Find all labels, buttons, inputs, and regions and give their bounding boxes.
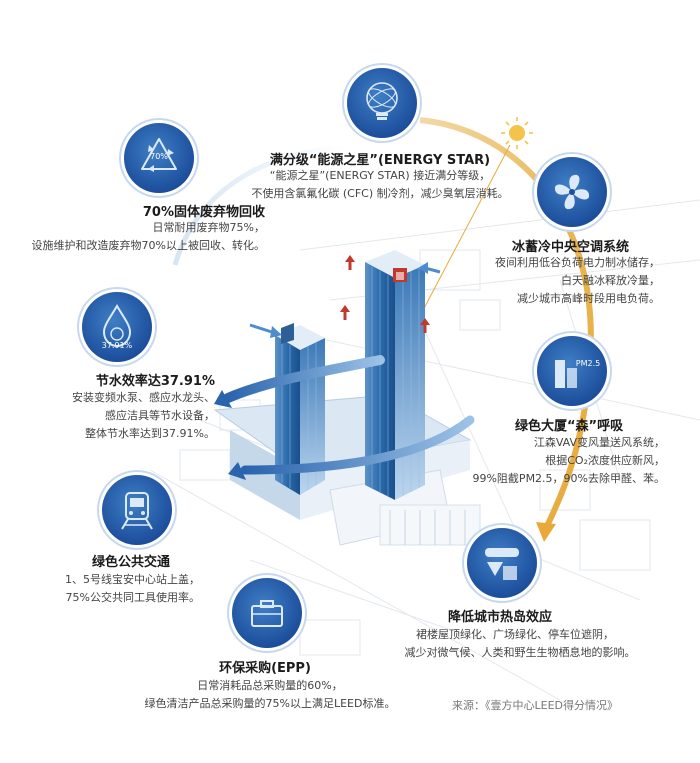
water-icon-label: 37.91% <box>101 341 133 350</box>
transit-line-1: 1、5号线宝安中心站上盖， <box>65 573 200 586</box>
ice-storage-line-2: 白天融冰释放冷量， <box>561 274 660 287</box>
waste-icon-label: 70% <box>150 152 168 161</box>
source-note: 来源：《壹方中心LEED得分情况》 <box>452 699 618 712</box>
water-line-3: 整体节水率达到37.91%。 <box>85 427 215 440</box>
lightbulb-icon <box>366 82 398 120</box>
heat-island-title: 降低城市热岛效应 <box>447 610 552 625</box>
ice-storage-icon-circle <box>537 157 607 227</box>
heat-island-line-1: 裙楼屋顶绿化、广场绿化、停车位遮阴， <box>416 628 614 641</box>
waste-line-1: 日常耐用废弃物75%， <box>152 221 265 234</box>
water-line-2: 感应洁具等节水设备， <box>105 409 215 422</box>
energy-star-icon-circle <box>347 68 417 138</box>
breathing-line-3: 99%阻截PM2.5，90%去除甲醛、苯。 <box>472 472 665 485</box>
procurement-icon-circle <box>232 578 302 648</box>
energy-star-line-2: 不使用含氯氟化碳 (CFC) 制冷剂，减少臭氧层消耗。 <box>251 187 509 200</box>
shapes-icon <box>485 548 519 580</box>
ice-storage-line-1: 夜间利用低谷负荷电力制冰储存， <box>495 256 660 269</box>
breathing-line-2: 根据CO₂浓度供应新风， <box>545 454 665 467</box>
energy-star-title: 满分级“能源之星”(ENERGY STAR) <box>269 153 491 168</box>
ice-storage-title: 冰蓄冷中央空调系统 <box>512 240 630 255</box>
train-icon <box>121 492 153 530</box>
transit-line-2: 75%公交共同工具使用率。 <box>65 591 200 604</box>
right-tower <box>365 250 425 500</box>
airflow-arrows <box>214 255 475 480</box>
procurement-line-1: 日常消耗品总采购量的60%， <box>197 679 343 692</box>
heat-island-line-2: 减少对微气候、人类和野生生物栖息地的影响。 <box>404 646 636 659</box>
transit-icon-circle <box>102 475 172 545</box>
left-arc <box>172 145 346 266</box>
heat-island-icon-circle <box>467 528 537 598</box>
water-line-1: 安装变频水泵、感应水龙头、 <box>72 391 215 404</box>
transit-title: 绿色公共交通 <box>91 555 170 570</box>
pm25-icon <box>555 360 577 388</box>
waste-title: 70%固体废弃物回收 <box>142 205 265 220</box>
recycle-icon <box>141 138 177 172</box>
waste-line-2: 设施维护和改造废弃物70%以上被回收、转化。 <box>31 239 265 252</box>
breathing-line-1: 江森VAV变风量送风系统， <box>533 436 665 449</box>
fan-icon <box>554 174 590 210</box>
water-drop-icon <box>102 304 132 348</box>
procurement-line-2: 绿色清洁产品总采购量的75%以上满足LEED标准。 <box>144 697 396 710</box>
gold-arc-arrowhead <box>536 522 556 542</box>
gold-arc <box>419 117 594 532</box>
breathing-title: 绿色大厦“森”呼吸 <box>515 419 624 434</box>
energy-star-line-1: “能源之星”(ENERGY STAR) 接近满分等级， <box>269 169 491 182</box>
water-title: 节水效率达37.91% <box>95 374 215 389</box>
water-icon-circle: 37.91% <box>82 292 152 362</box>
ice-storage-line-3: 减少城市高峰时段用电负荷。 <box>517 292 660 305</box>
procurement-title: 环保采购(EPP) <box>219 661 311 676</box>
sun-icon <box>409 117 533 336</box>
waste-icon-circle: 70% <box>124 123 194 193</box>
breathing-icon-circle: PM2.5 <box>537 336 607 406</box>
breathing-icon-label: PM2.5 <box>575 359 601 368</box>
briefcase-icon <box>251 600 283 627</box>
